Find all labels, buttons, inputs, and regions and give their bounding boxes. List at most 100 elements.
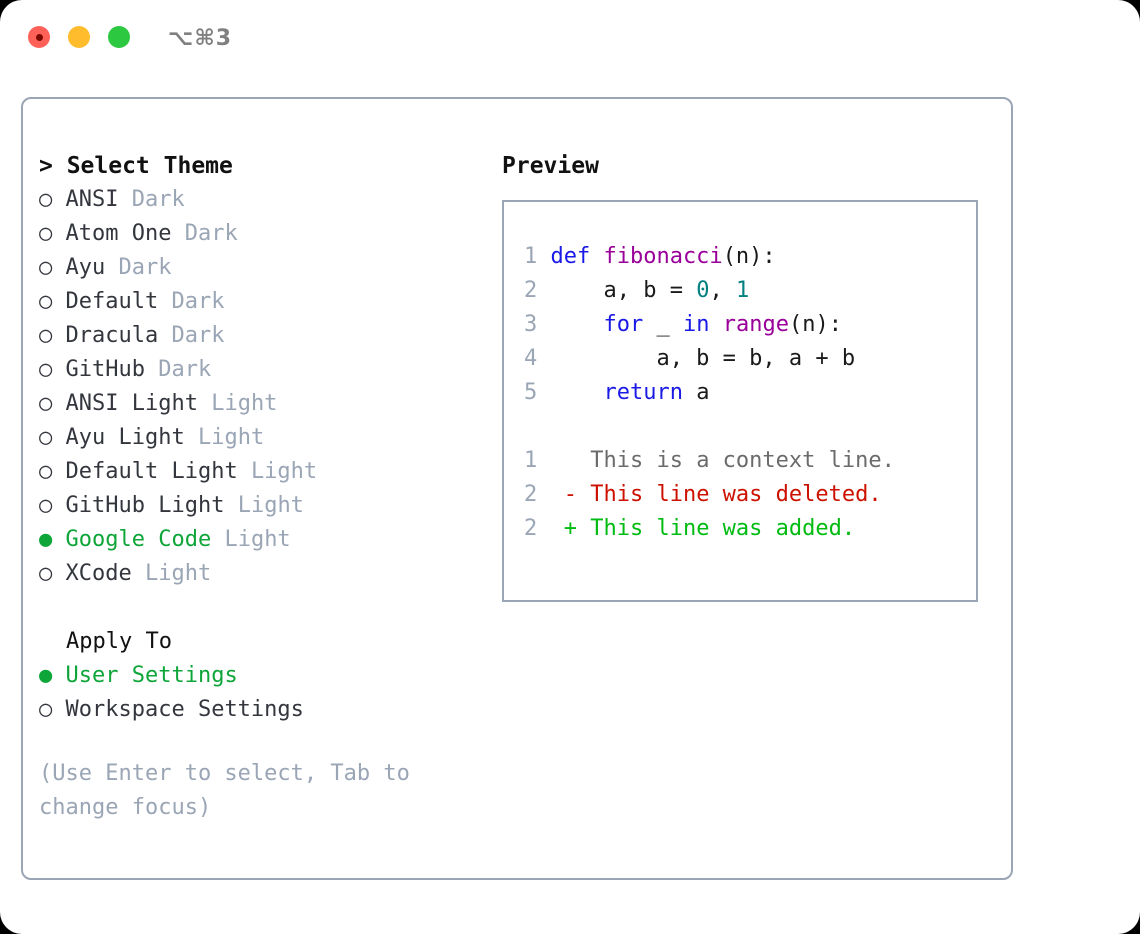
diff-text: This line was deleted.	[576, 482, 882, 507]
radio-unselected-icon: ○	[39, 255, 53, 280]
theme-variant-badge: Light	[237, 493, 304, 518]
theme-variant-badge: Light	[211, 391, 278, 416]
theme-variant-badge: Light	[144, 561, 212, 586]
gutter-gap	[537, 448, 564, 473]
theme-option-label: Default	[65, 289, 159, 314]
spacer	[198, 391, 211, 416]
theme-option-ansi[interactable]: ○ ANSI Dark	[39, 183, 479, 217]
code-line: 3 for _ in range(n):	[504, 308, 976, 342]
code-token-plain: a, b = b, a + b	[550, 346, 856, 371]
theme-option-default[interactable]: ○ Default Dark	[39, 285, 479, 319]
apply-to-option-label: Workspace Settings	[65, 697, 304, 722]
theme-list-column: > Select Theme ○ ANSI Dark○ Atom One Dar…	[39, 149, 479, 825]
radio-selected-icon: ●	[39, 527, 53, 552]
theme-variant-badge: Dark	[158, 357, 212, 382]
spacer	[52, 663, 65, 688]
theme-option-github-light[interactable]: ○ GitHub Light Light	[39, 489, 479, 523]
theme-option-atom-one[interactable]: ○ Atom One Dark	[39, 217, 479, 251]
spacer	[211, 527, 224, 552]
radio-unselected-icon: ○	[39, 493, 53, 518]
code-token-punc: (n):	[722, 244, 776, 269]
close-window-button[interactable]	[28, 26, 50, 48]
code-line: 2 a, b = 0, 1	[504, 274, 976, 308]
theme-option-google-code[interactable]: ● Google Code Light	[39, 523, 479, 557]
apply-to-heading: Apply To	[66, 629, 172, 654]
spacer	[52, 697, 65, 722]
theme-variant-badge: Dark	[171, 289, 225, 314]
theme-variant-badge: Dark	[184, 221, 238, 246]
spacer	[158, 289, 171, 314]
apply-to-option-user-settings[interactable]: ● User Settings	[39, 659, 479, 693]
spacer	[52, 493, 65, 518]
theme-option-label: Ayu	[65, 255, 106, 280]
spacer	[52, 425, 65, 450]
traffic-lights	[28, 26, 130, 48]
gutter-gap	[537, 380, 550, 405]
theme-variant-badge: Dark	[171, 323, 225, 348]
gutter-gap	[537, 244, 550, 269]
theme-option-label: GitHub Light	[65, 493, 225, 518]
apply-to-option-list: ● User Settings○ Workspace Settings	[39, 659, 479, 727]
theme-option-ayu-light[interactable]: ○ Ayu Light Light	[39, 421, 479, 455]
keyboard-hint-text: (Use Enter to select, Tab to change focu…	[39, 761, 424, 820]
theme-option-dracula[interactable]: ○ Dracula Dark	[39, 319, 479, 353]
spacer	[185, 425, 198, 450]
apply-to-option-label: User Settings	[65, 663, 238, 688]
diff-line-ctx: 1 This is a context line.	[504, 444, 976, 478]
code-token-kw: def	[550, 244, 604, 269]
diff-line-number: 2	[524, 516, 538, 541]
code-token-kw: return	[603, 380, 683, 405]
radio-unselected-icon: ○	[39, 357, 53, 382]
diff-sign: -	[563, 482, 577, 507]
theme-option-xcode[interactable]: ○ XCode Light	[39, 557, 479, 591]
code-token-plain	[709, 312, 722, 337]
spacer	[52, 527, 65, 552]
code-token-plain: ,	[709, 278, 736, 303]
theme-option-github[interactable]: ○ GitHub Dark	[39, 353, 479, 387]
code-token-fn: range	[722, 312, 789, 337]
theme-option-label: GitHub	[65, 357, 145, 382]
radio-selected-icon: ●	[39, 663, 53, 688]
spacer	[52, 187, 65, 212]
diff-line-number: 2	[524, 482, 538, 507]
code-line: 4 a, b = b, a + b	[504, 342, 976, 376]
minimize-window-button[interactable]	[68, 26, 90, 48]
list-spacer	[39, 591, 479, 625]
code-token-plain: a, b =	[550, 278, 697, 303]
spacer	[52, 561, 65, 586]
code-token-fn: fibonacci	[603, 244, 723, 269]
gutter-gap	[537, 346, 550, 371]
spacer	[105, 255, 118, 280]
diff-line-add: 2 + This line was added.	[504, 512, 976, 546]
spacer	[52, 459, 65, 484]
select-theme-heading: > Select Theme	[39, 153, 233, 179]
theme-variant-badge: Dark	[118, 255, 172, 280]
theme-option-label: ANSI	[65, 187, 119, 212]
radio-unselected-icon: ○	[39, 323, 53, 348]
code-line-number: 1	[524, 244, 538, 269]
theme-variant-badge: Light	[224, 527, 291, 552]
theme-option-ansi-light[interactable]: ○ ANSI Light Light	[39, 387, 479, 421]
theme-option-ayu[interactable]: ○ Ayu Dark	[39, 251, 479, 285]
code-token-plain: _	[643, 312, 683, 337]
diff-sign	[564, 448, 577, 473]
code-line-number: 2	[524, 278, 538, 303]
theme-option-label: Ayu Light	[65, 425, 185, 450]
theme-option-label: ANSI Light	[65, 391, 198, 416]
spacer	[52, 357, 65, 382]
radio-unselected-icon: ○	[39, 561, 53, 586]
zoom-window-button[interactable]	[108, 26, 130, 48]
diff-line-del: 2 - This line was deleted.	[504, 478, 976, 512]
radio-unselected-icon: ○	[39, 391, 53, 416]
diff-text: This is a context line.	[576, 448, 895, 473]
gutter-gap	[537, 278, 550, 303]
gutter-gap	[537, 482, 564, 507]
theme-option-default-light[interactable]: ○ Default Light Light	[39, 455, 479, 489]
diff-sign: +	[563, 516, 577, 541]
code-token-kw: in	[682, 312, 710, 337]
code-token-kw: for	[603, 312, 644, 337]
apply-to-option-workspace-settings[interactable]: ○ Workspace Settings	[39, 693, 479, 727]
